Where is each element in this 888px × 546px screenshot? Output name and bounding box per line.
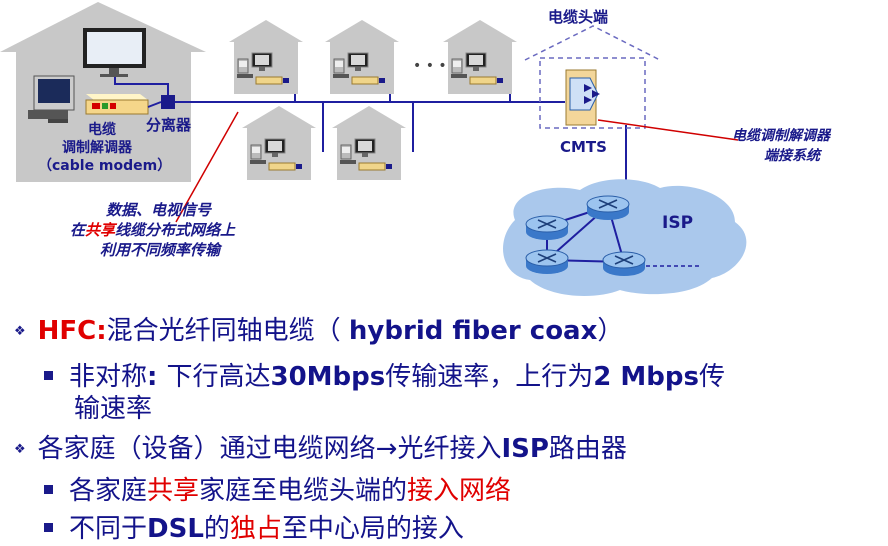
bullet-hfc: ❖HFC:混合光纤同轴电缆（ hybrid fiber coax） xyxy=(14,316,624,346)
home-house xyxy=(442,19,518,95)
modem-label-line3: （cable modem） xyxy=(38,158,171,174)
bullet-dsl: 不同于DSL的独占至中心局的接入 xyxy=(44,513,464,545)
home-house xyxy=(331,105,407,181)
bullet-square-icon xyxy=(44,371,53,380)
shared-label-line2: 在共享线缆分布式网络上 xyxy=(70,221,236,239)
shared-label-line3: 利用不同频率传输 xyxy=(100,241,223,259)
cmts-desc-line1: 电缆调制解调器 xyxy=(732,127,832,144)
television-icon xyxy=(83,28,146,77)
bullet-diamond-icon: ❖ xyxy=(14,442,26,457)
bullet-square-icon xyxy=(44,523,53,532)
home-house xyxy=(324,19,400,95)
splitter-icon xyxy=(161,95,175,109)
cmts-pointer xyxy=(597,119,739,141)
bullet-asymmetric: 非对称: 下行高达30Mbps传输速率，上行为2 Mbps传 xyxy=(44,361,725,393)
cmts-desc-line2: 端接系统 xyxy=(764,147,823,164)
more-houses-ellipsis: • • • xyxy=(413,58,447,74)
cmts-device-icon xyxy=(565,69,600,126)
headend-label: 电缆头端 xyxy=(548,8,608,26)
modem-label-line2: 调制解调器 xyxy=(62,139,133,156)
cable-headend-outline xyxy=(524,25,661,129)
isp-cloud xyxy=(503,179,747,296)
router-icon xyxy=(586,195,630,221)
home-house xyxy=(228,19,304,95)
router-icon xyxy=(602,251,646,277)
splitter-label: 分离器 xyxy=(146,116,192,134)
shared-cable-pointer xyxy=(175,111,239,223)
modem-label-line1: 电缆 xyxy=(88,121,116,138)
bullet-shared: 各家庭共享家庭至电缆头端的接入网络 xyxy=(44,475,511,507)
cable-modem-icon xyxy=(85,94,149,115)
home-house xyxy=(241,105,317,181)
home-house-large xyxy=(0,2,206,182)
bullet-asymmetric-wrap: 输速率 xyxy=(74,394,153,424)
shared-label-line1: 数据、电视信号 xyxy=(106,201,213,219)
router-icon xyxy=(525,215,569,241)
cmts-label: CMTS xyxy=(560,138,607,156)
isp-label: ISP xyxy=(662,213,693,233)
router-icon xyxy=(525,249,569,275)
computer-icon xyxy=(28,75,75,123)
bullet-diamond-icon: ❖ xyxy=(14,324,26,339)
bullet-square-icon xyxy=(44,485,53,494)
bullet-homes: ❖各家庭（设备）通过电缆网络→光纤接入ISP路由器 xyxy=(14,434,627,464)
hfc-network-diagram: • • • 电缆头端 CMTS ISP 电缆 调制解调器 （cabl xyxy=(0,2,832,296)
